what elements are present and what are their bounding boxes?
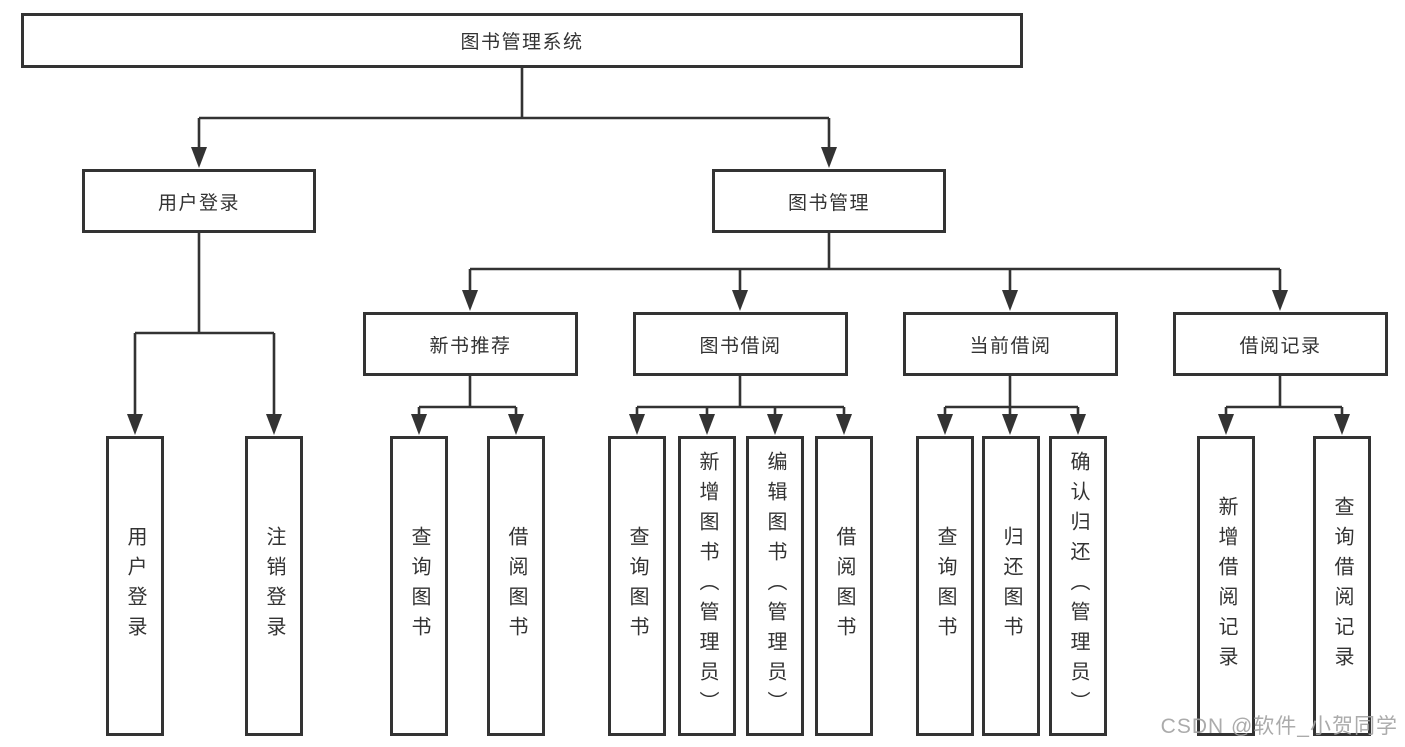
leaf-borrow-query: 查询图书 (608, 436, 666, 736)
arrowhead (836, 414, 852, 435)
arrowhead (821, 147, 837, 168)
arrowhead (127, 414, 143, 435)
arrowhead (699, 414, 715, 435)
arrowhead (508, 414, 524, 435)
leaf-current-confirm-admin: 确认归还（管理员） (1049, 436, 1107, 736)
leaf-borrow-borrow: 借阅图书 (815, 436, 873, 736)
edge-book-borrow-to-leaves (629, 376, 852, 435)
arrowhead (732, 290, 748, 311)
arrowhead (462, 290, 478, 311)
leaf-records-add: 新增借阅记录 (1197, 436, 1255, 736)
arrowhead (1218, 414, 1234, 435)
watermark: CSDN @软件_小贺同学 (1160, 715, 1398, 738)
leaf-user-login: 用户登录 (106, 436, 164, 736)
node-book-borrow: 图书借阅 (633, 312, 848, 376)
arrowhead (1002, 290, 1018, 311)
arrowhead (411, 414, 427, 435)
node-current-borrow: 当前借阅 (903, 312, 1118, 376)
node-book-mgmt: 图书管理 (712, 169, 946, 233)
node-new-books: 新书推荐 (363, 312, 578, 376)
leaf-newbooks-borrow: 借阅图书 (487, 436, 545, 736)
leaf-records-query: 查询借阅记录 (1313, 436, 1371, 736)
edge-user-login-to-leaves (127, 233, 282, 435)
edge-current-borrow-to-leaves (937, 376, 1086, 435)
node-user-login: 用户登录 (82, 169, 316, 233)
leaf-borrow-edit-admin: 编辑图书（管理员） (746, 436, 804, 736)
edge-new-books-to-leaves (411, 376, 524, 435)
leaf-newbooks-query: 查询图书 (390, 436, 448, 736)
arrowhead (191, 147, 207, 168)
leaf-current-return: 归还图书 (982, 436, 1040, 736)
arrowhead (1272, 290, 1288, 311)
arrowhead (937, 414, 953, 435)
arrowhead (1334, 414, 1350, 435)
leaf-borrow-add-admin: 新增图书（管理员） (678, 436, 736, 736)
arrowhead (266, 414, 282, 435)
arrowhead (629, 414, 645, 435)
leaf-logout: 注销登录 (245, 436, 303, 736)
leaf-current-query: 查询图书 (916, 436, 974, 736)
arrowhead (1070, 414, 1086, 435)
arrowhead (767, 414, 783, 435)
node-root: 图书管理系统 (21, 13, 1023, 68)
edge-borrow-records-to-leaves (1218, 376, 1350, 435)
edge-root-to-level1 (191, 68, 837, 168)
arrowhead (1002, 414, 1018, 435)
edge-book-mgmt-to-level2 (462, 233, 1288, 311)
node-borrow-records: 借阅记录 (1173, 312, 1388, 376)
